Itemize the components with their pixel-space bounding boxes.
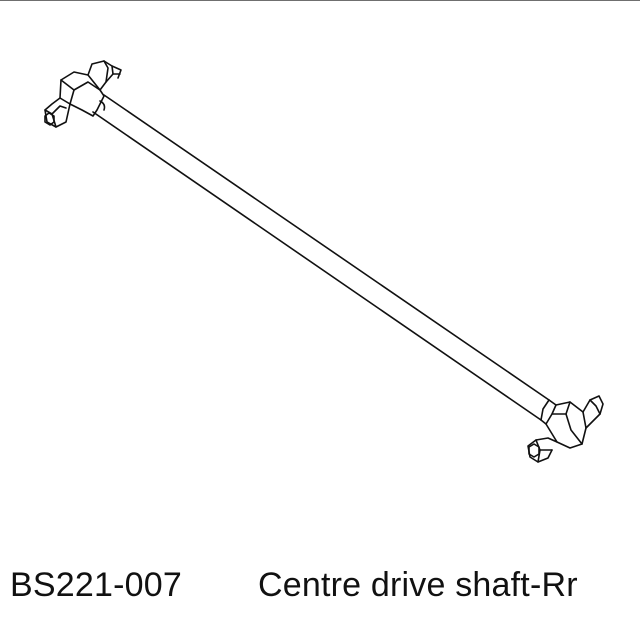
part-number: BS221-007	[10, 566, 182, 604]
part-name: Centre drive shaft-Rr	[258, 566, 578, 604]
caption: BS221-007 Centre drive shaft-Rr	[0, 560, 640, 620]
left-joint	[44, 60, 122, 128]
part-illustration	[44, 60, 604, 463]
shaft-body	[92, 94, 550, 421]
top-border-line	[0, 0, 640, 1]
drive-shaft-drawing	[44, 60, 604, 463]
right-joint	[527, 395, 604, 463]
